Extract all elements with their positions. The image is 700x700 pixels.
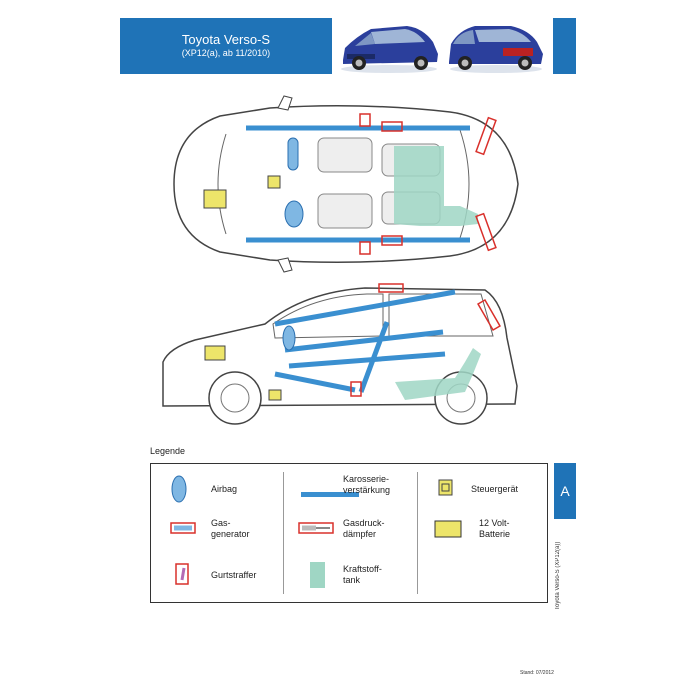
section-tab-a: A — [554, 463, 576, 519]
battery-icon — [434, 520, 462, 538]
legend-box: Airbag Gas- generator Gurtstraffer Karos… — [150, 463, 548, 603]
airbag-icon — [171, 475, 187, 503]
control-unit-icon — [438, 479, 453, 496]
side-vehicle-label: Toyota Verso-S (XP12(a)) — [555, 541, 561, 610]
legend-divider — [283, 472, 284, 594]
footer-stand-date: Stand: 07/2012 — [520, 670, 554, 676]
legend-label: Steuergerät — [471, 484, 519, 494]
legend-divider — [417, 472, 418, 594]
legend-label: Airbag — [211, 484, 238, 494]
legend-label: Gas- generator — [211, 518, 250, 539]
header-accent-strip — [553, 18, 576, 74]
belt-tensioner-icon — [175, 563, 189, 585]
legend-label: Karosserie- verstärkung — [343, 474, 391, 495]
page-title: Toyota Verso-S — [181, 32, 271, 47]
legend-label: Gurtstraffer — [211, 570, 257, 580]
fuel-tank-icon — [310, 562, 325, 588]
legend-label: 12 Volt- Batterie — [479, 518, 511, 539]
body-reinforcement-icon — [301, 492, 359, 497]
legend-title: Legende — [150, 446, 186, 456]
car-side-view-diagram — [162, 283, 518, 425]
gas-generator-icon — [170, 522, 196, 534]
legend-label: Kraftstoff- tank — [343, 564, 382, 585]
car-rear-photo — [449, 26, 543, 73]
car-top-view-diagram — [173, 95, 519, 273]
header-title-box: Toyota Verso-S (XP12(a), ab 11/2010) — [120, 18, 332, 74]
gas-strut-icon — [298, 522, 334, 534]
page-subtitle: (XP12(a), ab 11/2010) — [181, 48, 271, 58]
car-front-photo — [341, 26, 438, 73]
legend-label: Gasdruck- dämpfer — [343, 518, 385, 539]
